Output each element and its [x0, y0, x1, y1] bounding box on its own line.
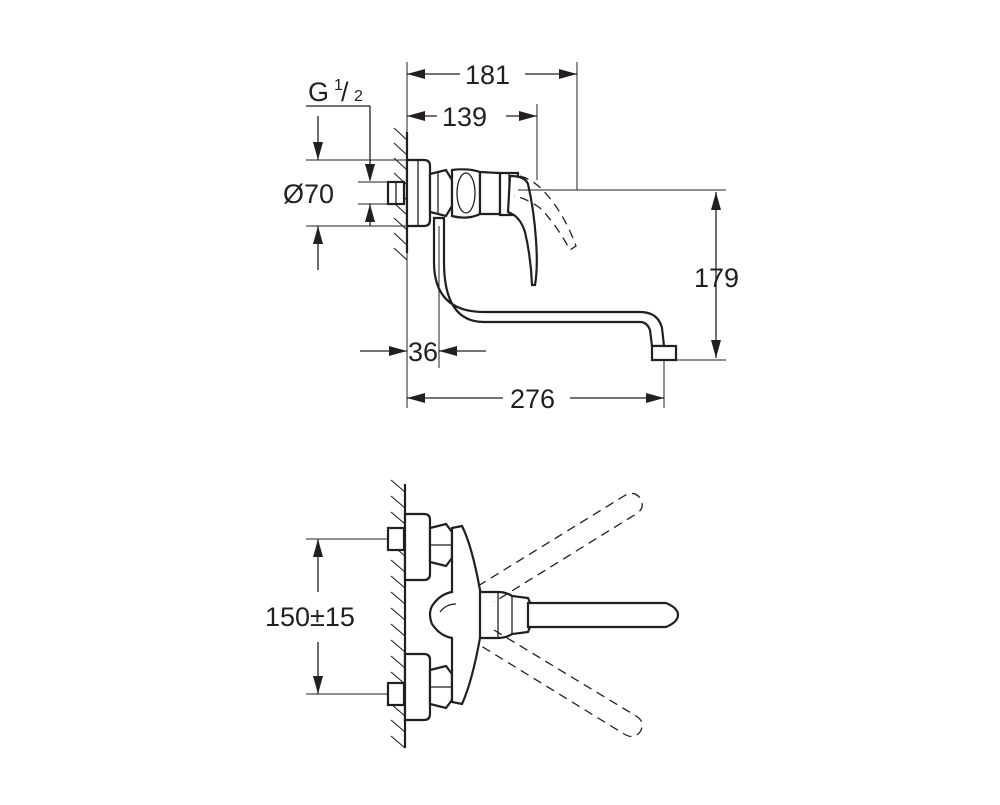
- thread-fraction-slash: /: [341, 77, 349, 107]
- dimension-179: 179: [694, 192, 739, 358]
- dimension-276: 276: [407, 360, 665, 414]
- spout-side: [432, 216, 666, 348]
- dim-diameter-label: Ø70: [283, 179, 334, 209]
- dim-276-label: 276: [510, 384, 555, 414]
- wall-top: [390, 479, 407, 749]
- thread-fraction-den: 2: [354, 88, 363, 105]
- spout-top: [526, 601, 680, 629]
- nut-side: [428, 168, 454, 218]
- upper-connection-top: [386, 512, 454, 582]
- dimension-139: 139: [407, 102, 538, 180]
- cartridge-top: [478, 590, 534, 640]
- spout-alt-down: [477, 629, 643, 738]
- lever-alt-position: [513, 175, 577, 251]
- lower-connection-top: [386, 652, 454, 722]
- dimension-diameter-70: Ø70: [283, 116, 407, 270]
- dimension-36: 36: [360, 226, 486, 408]
- spout-alt-up: [477, 492, 643, 603]
- lever-side: [506, 174, 538, 287]
- mixer-body-side: [450, 168, 482, 219]
- aerator-side: [650, 344, 678, 362]
- dimension-150: 150±15: [265, 538, 388, 695]
- top-view: 150±15: [265, 479, 680, 749]
- dimension-181: 181: [406, 60, 578, 190]
- wall-connector-side: [386, 180, 406, 206]
- thread-fraction-num: 1: [334, 77, 343, 94]
- thread-label: G: [308, 77, 329, 107]
- side-view: 179 181 139 G 1 / 2: [283, 60, 739, 414]
- thread-callout: G 1 / 2: [306, 77, 388, 226]
- dim-139-label: 139: [442, 102, 487, 132]
- mixer-body-top: [428, 524, 484, 706]
- dim-150-label: 150±15: [265, 602, 355, 632]
- dim-181-label: 181: [465, 60, 510, 90]
- dim-179-label: 179: [694, 263, 739, 293]
- dim-36-label: 36: [408, 337, 438, 367]
